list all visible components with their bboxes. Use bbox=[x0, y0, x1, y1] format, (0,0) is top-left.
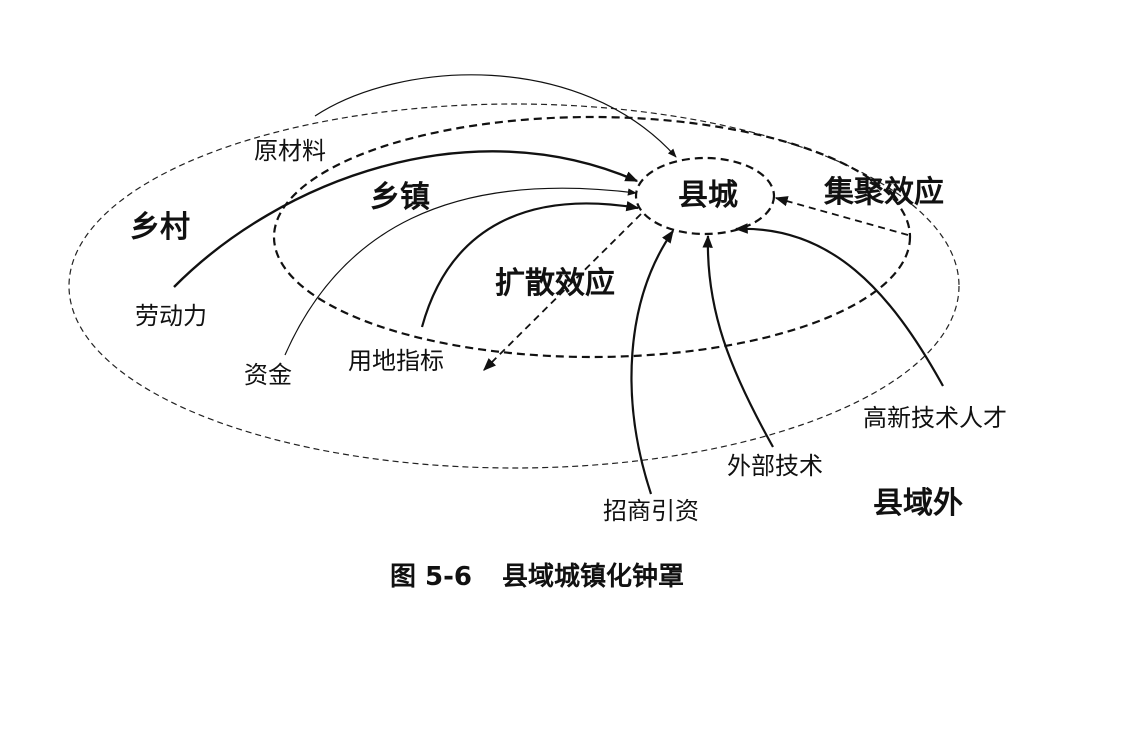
rural-label: 乡村 bbox=[130, 210, 190, 245]
raw-materials-label: 原材料 bbox=[254, 137, 326, 165]
figure-caption: 图 5-6 县域城镇化钟罩 bbox=[390, 564, 684, 590]
diffusion-label: 扩散效应 bbox=[495, 266, 615, 301]
agglomeration-label: 集聚效应 bbox=[824, 175, 944, 210]
diffusion-arrow bbox=[483, 213, 642, 371]
high-tech-talent-label: 高新技术人才 bbox=[863, 404, 1007, 432]
land-quota-arrow bbox=[420, 200, 640, 328]
investment-label: 招商引资 bbox=[603, 497, 699, 525]
county-seat-boundary bbox=[634, 156, 776, 236]
talent-arrow bbox=[734, 223, 944, 387]
external-tech-label: 外部技术 bbox=[727, 452, 823, 480]
township-label: 乡镇 bbox=[370, 180, 430, 215]
township-boundary bbox=[272, 115, 912, 359]
agglomeration-arrow bbox=[774, 196, 909, 236]
capital-label: 资金 bbox=[244, 361, 292, 389]
outside-county-label: 县域外 bbox=[873, 486, 963, 521]
investment-arrow bbox=[630, 229, 674, 495]
rural-boundary bbox=[68, 103, 960, 469]
raw-materials-arrow bbox=[314, 74, 677, 158]
external-tech-arrow bbox=[702, 234, 774, 448]
figure-title: 县域城镇化钟罩 bbox=[502, 562, 685, 592]
county-seat-label: 县城 bbox=[678, 178, 738, 213]
labor-label: 劳动力 bbox=[135, 302, 207, 330]
land-quota-label: 用地指标 bbox=[348, 347, 444, 375]
labor-arrow bbox=[173, 150, 639, 288]
capital-arrow bbox=[284, 187, 637, 356]
figure-number: 图 5-6 bbox=[390, 562, 473, 592]
